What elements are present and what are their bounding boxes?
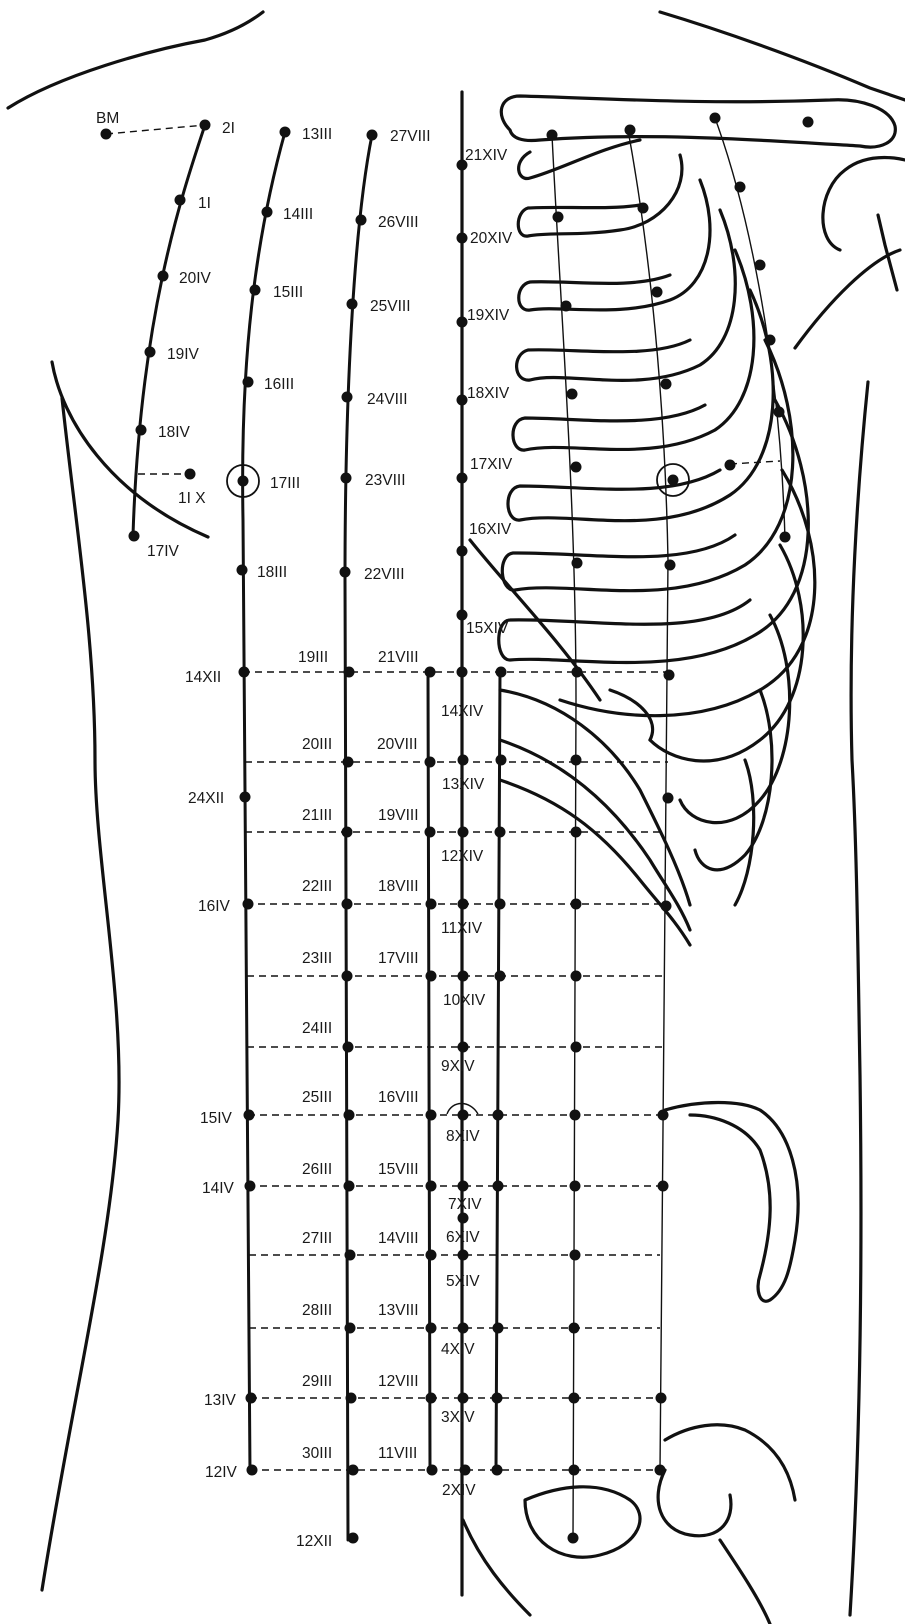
- neck-shoulder-right: [660, 12, 905, 100]
- label-28III: 28III: [302, 1302, 332, 1319]
- label-11XIV: 11XIV: [441, 920, 483, 937]
- body-outline: [8, 12, 905, 1615]
- label-9XIV: 9XIV: [441, 1058, 475, 1075]
- label-14XIV: 14XIV: [441, 703, 484, 720]
- label-21III: 21III: [302, 807, 332, 824]
- left-torso: [42, 398, 119, 1590]
- humerus-head: [823, 158, 905, 251]
- label-16XIV: 16XIV: [469, 521, 512, 538]
- label-23VIII: 23VIII: [365, 472, 406, 489]
- label-14VIII: 14VIII: [378, 1230, 419, 1247]
- label-12VIII: 12VIII: [378, 1373, 419, 1390]
- label-18XIV: 18XIV: [467, 385, 510, 402]
- label-14IV: 14IV: [202, 1180, 235, 1197]
- label-24III: 24III: [302, 1020, 332, 1037]
- label-13XIV: 13XIV: [442, 776, 485, 793]
- label-20IV: 20IV: [179, 270, 212, 287]
- label-4XIV: 4XIV: [441, 1341, 475, 1358]
- label-2XIV: 2XIV: [442, 1482, 476, 1499]
- label-14III: 14III: [283, 206, 313, 223]
- label-13III: 13III: [302, 126, 332, 143]
- label-17XIV: 17XIV: [470, 456, 513, 473]
- label-16IV: 16IV: [198, 898, 231, 915]
- label-17VIII: 17VIII: [378, 950, 419, 967]
- label-29III: 29III: [302, 1373, 332, 1390]
- label-3XIV: 3XIV: [441, 1409, 475, 1426]
- femur-head: [658, 1470, 731, 1536]
- label-25III: 25III: [302, 1089, 332, 1106]
- label-bm: BM: [96, 110, 119, 127]
- skeleton: [462, 92, 905, 1624]
- pubis: [525, 1487, 640, 1557]
- label-18VIII: 18VIII: [378, 878, 419, 895]
- label-8XIV: 8XIV: [446, 1128, 480, 1145]
- label-11VIII: 11VIII: [378, 1445, 417, 1462]
- label-12XII: 12XII: [296, 1533, 332, 1550]
- label-24XII: 24XII: [188, 790, 224, 807]
- label-21VIII: 21VIII: [378, 649, 419, 666]
- label-1IX: 1I X: [178, 490, 206, 507]
- pelvis: [463, 1103, 798, 1624]
- label-5XIV: 5XIV: [446, 1273, 480, 1290]
- label-12IV: 12IV: [205, 1464, 238, 1481]
- label-19IV: 19IV: [167, 346, 200, 363]
- label-1I: 1I: [198, 195, 211, 212]
- label-15III: 15III: [273, 284, 303, 301]
- label-22VIII: 22VIII: [364, 566, 405, 583]
- label-30III: 30III: [302, 1445, 332, 1462]
- label-13VIII: 13VIII: [378, 1302, 419, 1319]
- meridian-line-XIV-outer: [496, 672, 500, 1470]
- label-27VIII: 27VIII: [390, 128, 431, 145]
- iliac-crest: [665, 1103, 798, 1302]
- label-6XIV: 6XIV: [446, 1229, 480, 1246]
- label-18III: 18III: [257, 564, 287, 581]
- label-21XIV: 21XIV: [465, 147, 508, 164]
- label-17IV: 17IV: [147, 543, 180, 560]
- label-17III: 17III: [270, 475, 300, 492]
- label-16III: 16III: [264, 376, 294, 393]
- right-torso: [850, 382, 868, 1615]
- right-arm-line: [795, 250, 900, 348]
- femur-shaft: [720, 1540, 770, 1624]
- label-15XIV: 15XIV: [466, 620, 509, 637]
- label-14XII: 14XII: [185, 669, 221, 686]
- thin-line-2: [628, 130, 668, 1470]
- label-12XIV: 12XIV: [441, 848, 484, 865]
- point-labels: BM 2I 1I 20IV 19IV 18IV 1I X 17IV 13III …: [96, 110, 513, 1550]
- label-15VIII: 15VIII: [378, 1161, 419, 1178]
- sacrum-line: [463, 1520, 530, 1615]
- clavicle: [501, 96, 895, 147]
- label-16VIII: 16VIII: [378, 1089, 419, 1106]
- label-26III: 26III: [302, 1161, 332, 1178]
- hip-joint: [665, 1425, 795, 1500]
- label-15IV: 15IV: [200, 1110, 233, 1127]
- label-23III: 23III: [302, 950, 332, 967]
- meridian-line-VIII-lower: [428, 672, 430, 1470]
- label-7XIV: 7XIV: [448, 1196, 482, 1213]
- neck-shoulder-left: [8, 12, 263, 108]
- label-19VIII: 19VIII: [378, 807, 419, 824]
- label-20XIV: 20XIV: [470, 230, 513, 247]
- label-27III: 27III: [302, 1230, 332, 1247]
- label-24VIII: 24VIII: [367, 391, 408, 408]
- label-19XIV: 19XIV: [467, 307, 510, 324]
- label-22III: 22III: [302, 878, 332, 895]
- label-20III: 20III: [302, 736, 332, 753]
- label-18IV: 18IV: [158, 424, 191, 441]
- label-2I: 2I: [222, 120, 235, 137]
- label-20VIII: 20VIII: [377, 736, 418, 753]
- meridian-line-III: [243, 132, 285, 1473]
- label-26VIII: 26VIII: [378, 214, 419, 231]
- points: [101, 113, 814, 1544]
- label-25VIII: 25VIII: [370, 298, 411, 315]
- label-19III: 19III: [298, 649, 328, 666]
- label-10XIV: 10XIV: [443, 992, 486, 1009]
- label-13IV: 13IV: [204, 1392, 237, 1409]
